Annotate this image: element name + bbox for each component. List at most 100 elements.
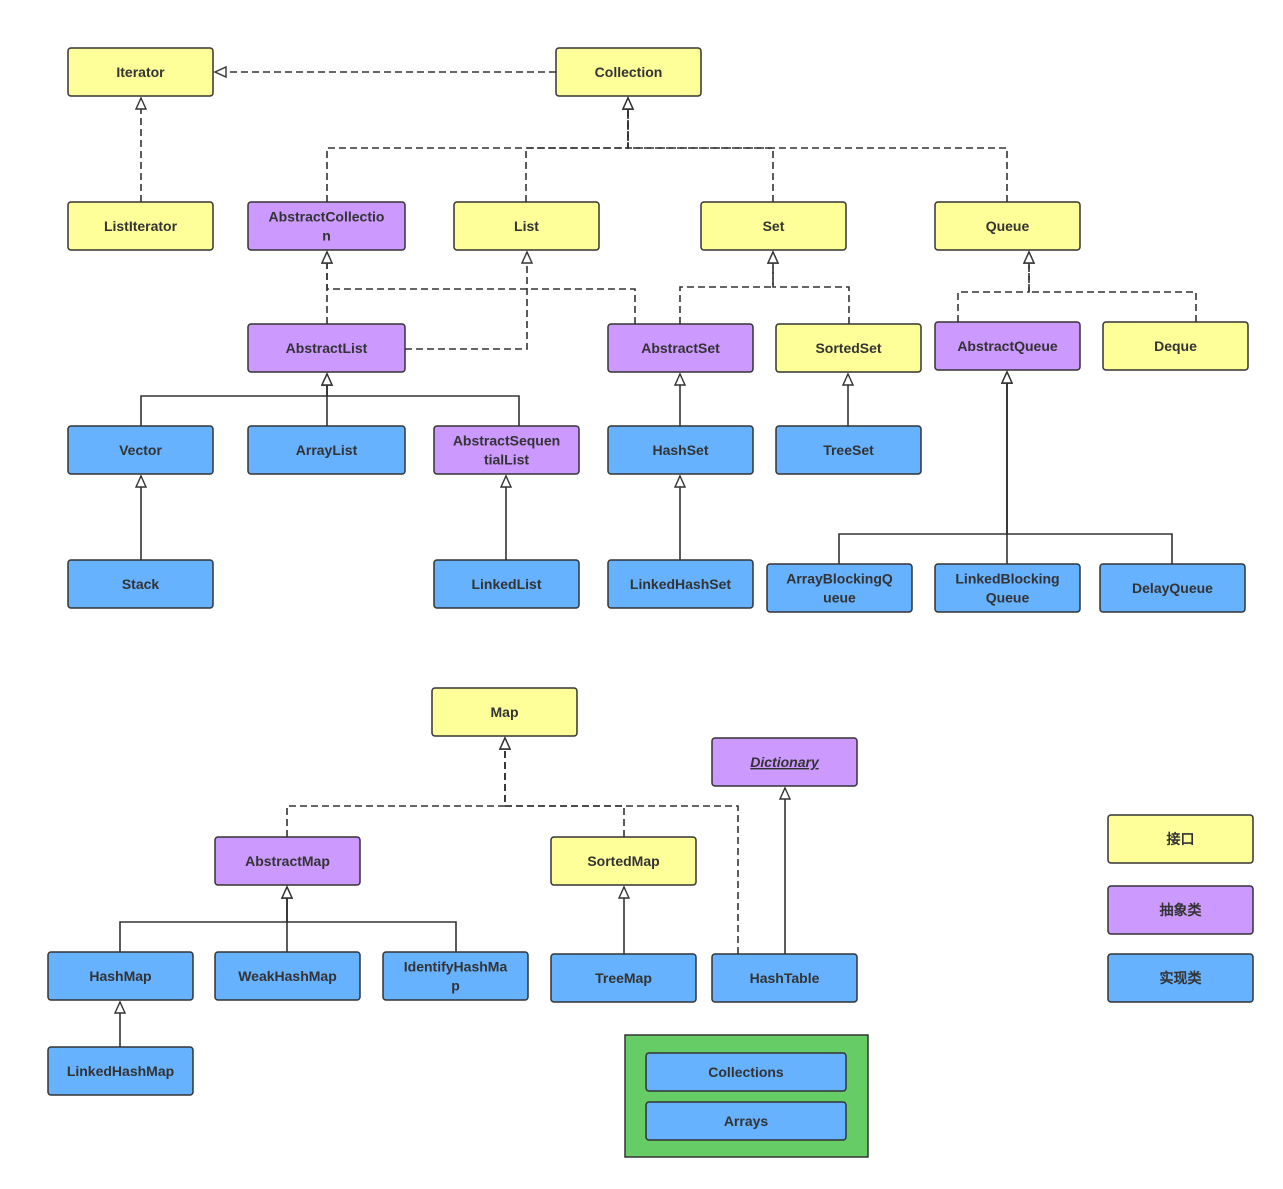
node-sortedmap: SortedMap — [550, 836, 697, 886]
node-abstractcollection-box — [247, 201, 406, 251]
node-sortedset-box — [775, 323, 922, 373]
node-collection: Collection — [555, 47, 702, 97]
edge-queue-to-collection — [627, 98, 1008, 202]
edges-layer — [113, 65, 1197, 1047]
node-set-label: Set — [763, 218, 785, 234]
arrowhead-stack-to-vector — [134, 474, 148, 488]
legend-interface-label: 接口 — [1167, 831, 1195, 847]
node-treeset: TreeSet — [775, 425, 922, 475]
node-list-box — [453, 201, 600, 251]
node-vector-box — [67, 425, 214, 475]
node-dictionary-label: Dictionary — [750, 754, 820, 770]
node-iterator-label: Iterator — [116, 64, 165, 80]
node-hashtable-label: HashTable — [750, 970, 820, 986]
node-arrays-box — [645, 1101, 847, 1141]
arrowhead-linkedhashset-to-hashset — [673, 474, 687, 488]
node-set-box — [700, 201, 847, 251]
arrowhead-treeset-to-sortedset — [841, 372, 855, 386]
node-listiterator-box — [67, 201, 214, 251]
edge-abstractmap-to-map — [286, 738, 506, 837]
node-abstractset-box — [607, 323, 754, 373]
edge-hashmap-to-abstractmap — [119, 887, 288, 952]
node-treeset-label: TreeSet — [823, 442, 874, 458]
node-collections-box — [645, 1052, 847, 1092]
node-linkedhashset-box — [607, 559, 754, 609]
node-linkedhashmap-box — [47, 1046, 194, 1096]
node-linkedhashmap: LinkedHashMap — [47, 1046, 194, 1096]
arrowhead-identifyhashmap-to-abstractmap — [280, 885, 294, 899]
arrowhead-abstractset-to-abstractcollection — [320, 250, 334, 264]
node-linkedhashset-label: LinkedHashSet — [630, 576, 731, 592]
node-collection-box — [555, 47, 702, 97]
node-abstractmap: AbstractMap — [214, 836, 361, 886]
edge-vector-to-abstractlist — [140, 374, 328, 426]
legend-interface-box — [1107, 814, 1254, 864]
node-arrays: Arrays — [645, 1101, 847, 1141]
edge-sortedmap-to-map — [504, 738, 625, 837]
legend-concrete-box — [1107, 953, 1254, 1003]
arrowhead-queue-to-collection — [621, 96, 635, 110]
edge-abstractqueue-to-queue — [957, 252, 1030, 322]
node-abstractqueue: AbstractQueue — [934, 321, 1081, 371]
node-queue: Queue — [934, 201, 1081, 251]
node-abstractqueue-label: AbstractQueue — [957, 338, 1058, 354]
edge-abstractset-to-abstractcollection — [326, 252, 636, 324]
node-abstractsequentiallist-label-2: tialList — [484, 452, 529, 468]
node-queue-label: Queue — [986, 218, 1030, 234]
node-set: Set — [700, 201, 847, 251]
node-sortedset: SortedSet — [775, 323, 922, 373]
node-stack: Stack — [67, 559, 214, 609]
node-queue-box — [934, 201, 1081, 251]
node-iterator: Iterator — [67, 47, 214, 97]
node-map-label: Map — [491, 704, 519, 720]
node-weakhashmap-label: WeakHashMap — [238, 968, 337, 984]
edge-delayqueue-to-abstractqueue — [1006, 372, 1173, 564]
node-abstractcollection-label-2: n — [322, 228, 331, 244]
node-hashmap: HashMap — [47, 951, 194, 1001]
node-identifyhashmap-label-1: IdentifyHashMa — [404, 959, 508, 975]
node-collection-label: Collection — [595, 64, 663, 80]
edge-abstractsequentiallist-to-abstractlist — [326, 374, 520, 426]
node-arraylist-label: ArrayList — [296, 442, 358, 458]
legend-concrete-label: 实现类 — [1160, 970, 1203, 986]
node-listiterator-label: ListIterator — [104, 218, 178, 234]
node-treemap-box — [550, 953, 697, 1003]
node-abstractlist-box — [247, 323, 406, 373]
node-deque: Deque — [1102, 321, 1249, 371]
edge-hashtable-to-map — [504, 738, 739, 954]
arrowhead-abstractlist-to-list — [520, 250, 534, 264]
node-treemap: TreeMap — [550, 953, 697, 1003]
node-delayqueue-box — [1099, 563, 1246, 613]
node-map: Map — [431, 687, 578, 737]
legend-abstract-label: 抽象类 — [1160, 902, 1203, 918]
node-deque-label: Deque — [1154, 338, 1197, 354]
arrowhead-hashset-to-abstractset — [673, 372, 687, 386]
arrowhead-treemap-to-sortedmap — [617, 885, 631, 899]
node-abstractset-label: AbstractSet — [641, 340, 720, 356]
node-stack-label: Stack — [122, 576, 160, 592]
node-treemap-label: TreeMap — [595, 970, 652, 986]
node-vector-label: Vector — [119, 442, 162, 458]
edge-abstractcollection-to-collection — [326, 98, 629, 202]
edge-list-to-collection — [525, 98, 629, 202]
arrowhead-linkedhashmap-to-hashmap — [113, 1000, 127, 1014]
arrowhead-listiterator-to-iterator — [134, 96, 148, 110]
node-abstractmap-label: AbstractMap — [245, 853, 330, 869]
arrowhead-collection-to-iterator — [213, 65, 227, 79]
node-collections-label: Collections — [708, 1064, 784, 1080]
node-arrayblockingqueue-label-2: ueue — [823, 590, 856, 606]
node-delayqueue: DelayQueue — [1099, 563, 1246, 613]
edge-sortedset-to-set — [772, 252, 850, 324]
node-hashset-box — [607, 425, 754, 475]
legend-interface: 接口 — [1107, 814, 1254, 864]
node-arrays-label: Arrays — [724, 1113, 769, 1129]
arrowhead-delayqueue-to-abstractqueue — [1000, 370, 1014, 384]
node-linkedblockingqueue-box — [934, 563, 1081, 613]
node-hashtable: HashTable — [711, 953, 858, 1003]
